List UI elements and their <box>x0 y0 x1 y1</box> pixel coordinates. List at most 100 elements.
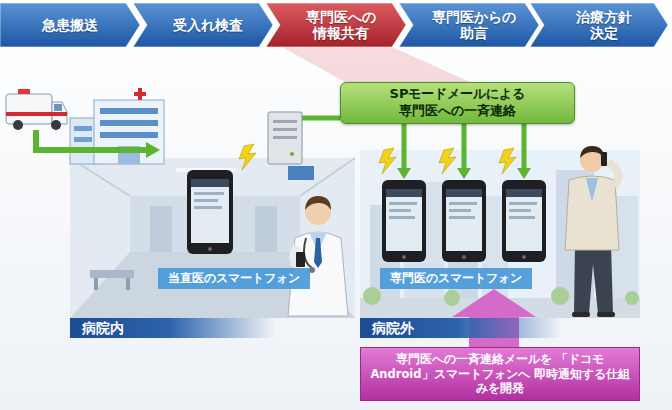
smartphone <box>386 189 422 251</box>
process-step-chevron: 専門医への 情報共有 <box>266 3 406 47</box>
doctor-figure <box>314 238 322 268</box>
area-bar: 病院内 <box>70 318 355 338</box>
doctor-figure <box>296 252 305 267</box>
node-label: SPモードメールによる 専門医への一斉連絡 <box>390 86 526 120</box>
outside-panel <box>363 287 381 305</box>
smartphone <box>389 202 417 205</box>
broadcast-arrows <box>517 168 531 179</box>
transport-arrow <box>36 130 146 150</box>
hospital-building <box>100 108 158 114</box>
hospital-interior-panel <box>94 278 98 290</box>
ambulance <box>6 89 67 130</box>
hospital-interior-panel <box>70 158 355 318</box>
outside-panel <box>360 150 640 318</box>
smartphone <box>382 180 426 262</box>
smartphone <box>191 179 229 187</box>
broadcast-arrows <box>397 168 411 179</box>
smartphone <box>389 216 415 219</box>
smartphone <box>509 202 537 205</box>
chevron-shape <box>0 3 140 47</box>
ambulance <box>54 104 62 111</box>
smartphone <box>442 180 486 262</box>
ambulance <box>13 120 23 130</box>
area-bar: 病院外 <box>360 318 640 338</box>
outside-panel <box>625 291 639 305</box>
smartphone <box>194 192 224 195</box>
hospital-interior-panel <box>288 166 314 180</box>
ambulance <box>18 89 30 94</box>
specialist-figure <box>580 146 604 158</box>
smartphone <box>522 255 526 259</box>
hospital-building <box>100 132 158 138</box>
server <box>268 112 302 164</box>
hospital-building <box>94 100 164 164</box>
smartphone <box>506 189 542 197</box>
smartphone <box>194 199 218 202</box>
hospital-building <box>74 137 92 142</box>
hospital-interior-panel <box>126 278 130 290</box>
smartphone <box>449 202 477 205</box>
focus-beam <box>282 47 470 82</box>
node-label: 当直医のスマートフォン <box>168 271 300 285</box>
outside-panel <box>444 290 460 306</box>
doctor-figure <box>305 196 331 210</box>
signal-bolt <box>499 148 516 174</box>
smartphone <box>187 170 233 254</box>
node-label: 病院内 <box>82 320 124 337</box>
broadcast-box: SPモードメールによる 専門医への一斉連絡 <box>340 82 575 124</box>
smartphone <box>187 170 233 254</box>
smartphone <box>506 189 542 251</box>
node-label: 専門医からの 助言 <box>432 9 516 41</box>
smartphone <box>389 209 411 212</box>
smartphone <box>191 179 229 243</box>
specialist-figure <box>565 176 619 250</box>
hospital-interior-panel <box>150 206 172 252</box>
chevron-shape <box>266 3 406 47</box>
smartphone <box>449 209 471 212</box>
smartphone <box>449 216 475 219</box>
specialist-figure <box>565 146 619 317</box>
hospital-interior-panel <box>90 270 134 278</box>
smartphone <box>502 180 546 262</box>
signal-bolt <box>379 148 396 174</box>
smartphone <box>386 189 422 197</box>
hospital-interior-panel <box>255 206 277 252</box>
node-label: 専門医への 情報共有 <box>306 9 376 41</box>
server <box>273 120 297 123</box>
ambulance <box>6 112 67 116</box>
process-step-chevron: 急患搬送 <box>0 3 140 47</box>
signal-bolt <box>239 144 256 170</box>
network-line <box>302 116 340 121</box>
broadcast-arrows <box>457 168 471 179</box>
node-label: 病院外 <box>372 320 414 337</box>
specialist-figure <box>597 312 615 317</box>
smartphone <box>402 255 406 259</box>
arrow-head <box>452 289 536 317</box>
specialist-figure <box>586 178 598 202</box>
transport-arrow <box>146 142 160 158</box>
smartphone <box>509 216 535 219</box>
smartphone <box>446 189 482 251</box>
outside-panel <box>360 150 640 318</box>
smartphone <box>208 247 212 251</box>
hospital-building <box>100 120 158 126</box>
process-step-chevron: 治療方針 決定 <box>530 3 668 47</box>
server <box>268 112 302 164</box>
broadcast-arrows <box>397 124 531 179</box>
node-label: 受入れ検査 <box>173 17 243 33</box>
process-step-chevron: 受入れ検査 <box>133 3 273 47</box>
chevron-shape <box>399 3 539 47</box>
doctor-figure <box>304 238 312 268</box>
server <box>273 136 297 139</box>
process-step-chevron: 専門医からの 助言 <box>399 3 539 47</box>
caption-band: 当直医のスマートフォン <box>158 268 310 289</box>
smartphone <box>382 180 426 262</box>
server <box>273 128 297 131</box>
node-label: 専門医のスマートフォン <box>390 271 522 285</box>
smartphone <box>502 180 546 262</box>
node-label: 専門医への一斉連絡メールを 「ドコモ Android」スマートフォンへ 即時通知… <box>369 352 631 395</box>
node-label: 急患搬送 <box>42 17 98 33</box>
